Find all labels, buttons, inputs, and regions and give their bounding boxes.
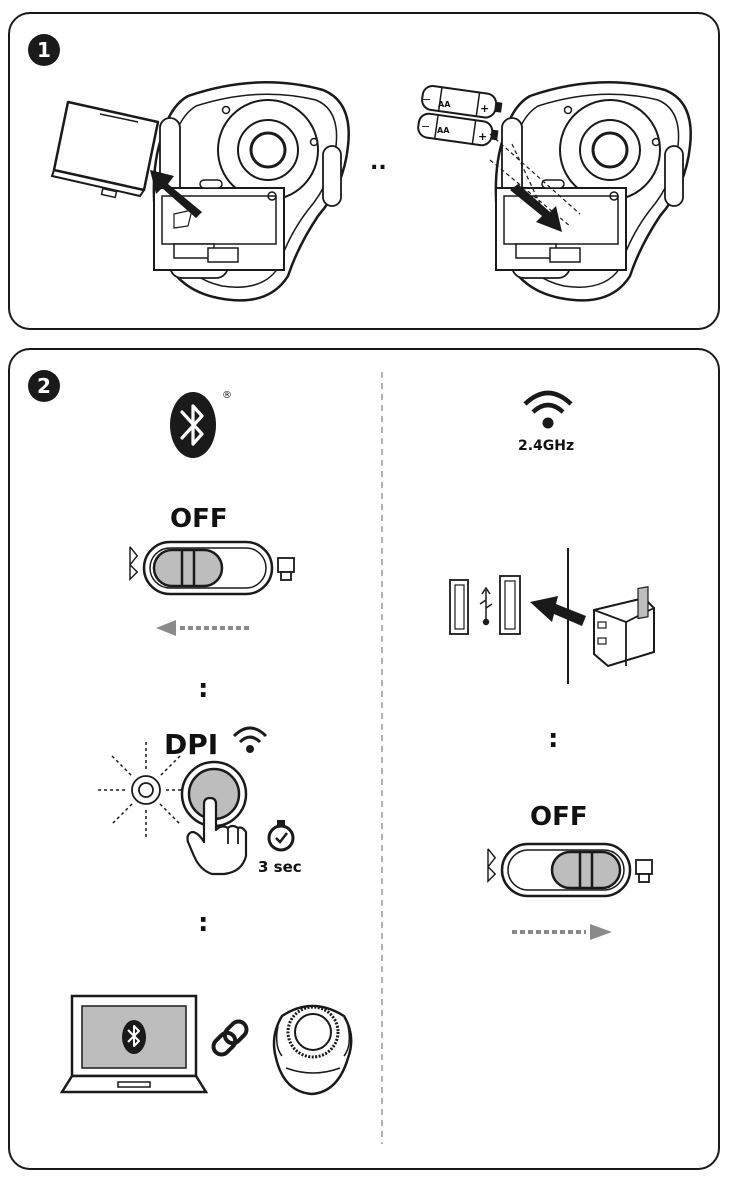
step-1-separator: ..: [370, 150, 387, 175]
battery-1-plus: +: [480, 102, 490, 115]
step-1-badge: 1: [28, 34, 60, 66]
usb-receiver-insert-image: [449, 548, 655, 684]
press-dpi-button-hand: [180, 760, 248, 876]
slide-right-arrow: [512, 924, 612, 940]
pairing-wave-icon: [232, 726, 268, 753]
bluetooth-logo-icon: [170, 392, 216, 458]
slide-left-arrow: [156, 620, 252, 636]
battery-1-minus: −: [422, 93, 432, 106]
step-2-badge: 2: [28, 370, 60, 402]
blinking-led-icon: [98, 742, 194, 838]
hold-time-label: 3 sec: [258, 858, 302, 876]
wireless-band-label: 2.4GHz: [518, 438, 575, 454]
insert-batteries-arrow: [510, 184, 562, 232]
bluetooth-registered-mark: ®: [222, 390, 232, 401]
step-2-panel: 2 ® OFF : DPI: [8, 348, 720, 1170]
rf-mode-switch: [487, 842, 653, 898]
left-separator-2: :: [198, 908, 209, 938]
rf-switch-off-label: OFF: [530, 802, 588, 832]
battery-1-label: AA: [438, 100, 451, 109]
timer-icon: [267, 820, 295, 852]
right-separator: :: [548, 724, 559, 754]
bt-switch-off-label: OFF: [170, 504, 228, 534]
connection-link-icon: [211, 1019, 249, 1057]
battery-2-label: AA: [437, 126, 450, 135]
wireless-signal-icon: [523, 390, 573, 429]
laptop-bluetooth-image: [59, 994, 209, 1094]
bt-mode-switch: [129, 540, 295, 596]
column-divider: [381, 372, 383, 1144]
dpi-button-label: DPI: [164, 728, 219, 761]
trackball-mouse-image: [272, 1004, 353, 1096]
battery-2-plus: +: [478, 130, 488, 143]
battery-2-minus: −: [421, 120, 431, 133]
step-1-panel: 1 ..: [8, 12, 720, 330]
battery-cover-image: [50, 100, 160, 199]
left-separator-1: :: [198, 674, 209, 704]
aa-batteries-image: [417, 84, 503, 147]
remove-cover-arrow: [150, 170, 202, 218]
